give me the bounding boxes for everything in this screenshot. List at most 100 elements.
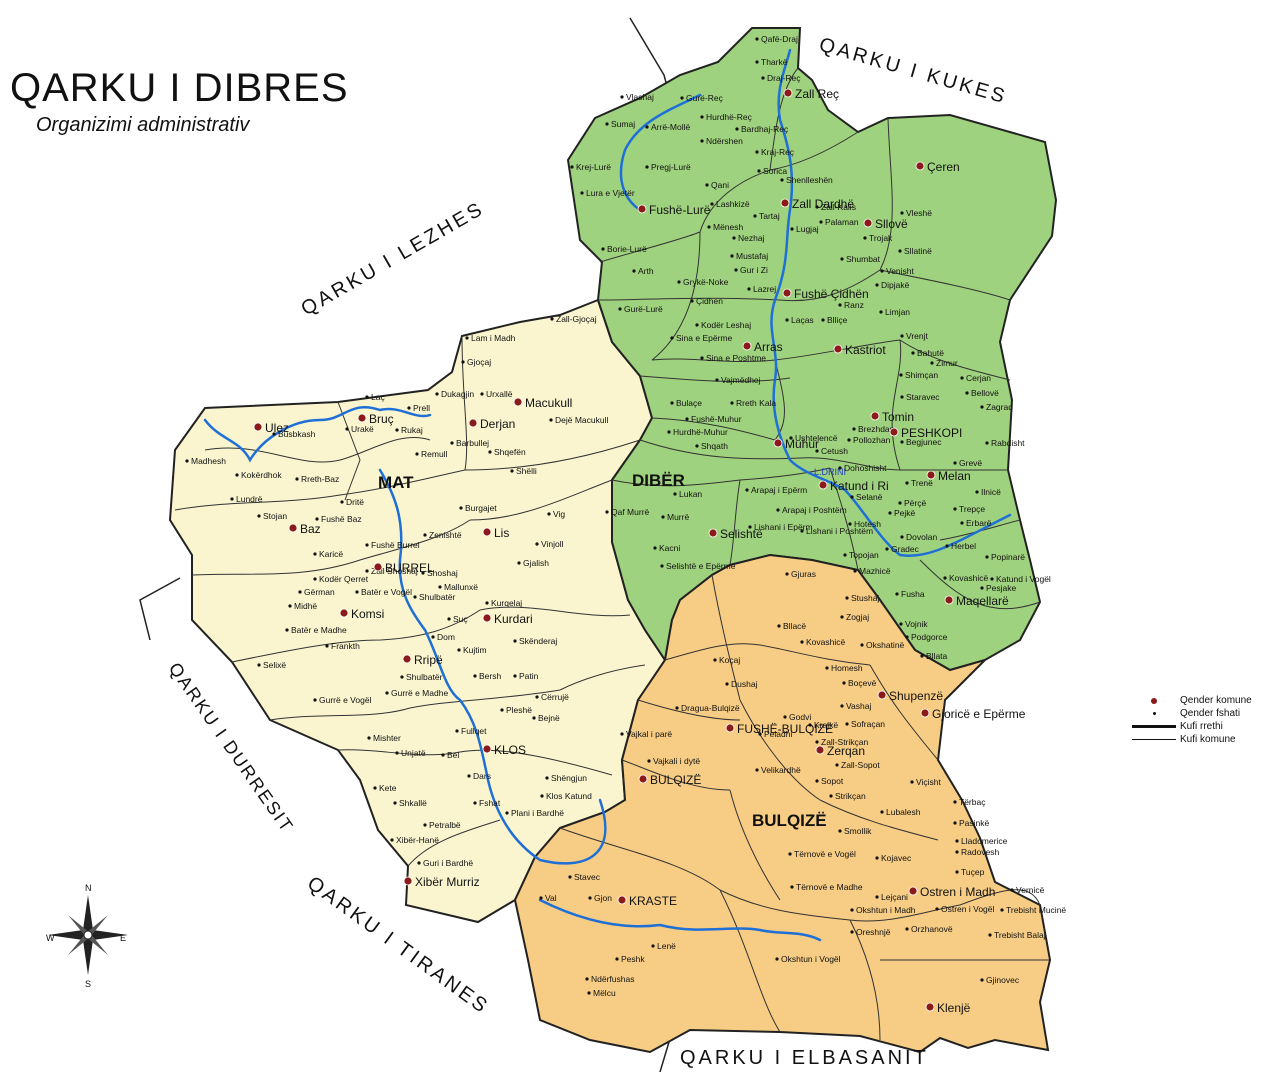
village-marker: Lenë bbox=[651, 941, 676, 951]
commune-marker: Lis bbox=[482, 526, 509, 540]
village-dot-icon bbox=[707, 225, 711, 229]
village-marker: Vrenjt bbox=[900, 331, 929, 341]
village-dot-icon bbox=[485, 601, 489, 605]
commune-label: Maqellarë bbox=[956, 594, 1009, 608]
village-label: Burgajet bbox=[465, 503, 497, 513]
village-marker: Lashkizë bbox=[710, 199, 750, 209]
village-marker: Sorica bbox=[757, 166, 787, 176]
village-marker: Fushë-Muhur bbox=[685, 414, 742, 424]
village-label: Homesh bbox=[831, 663, 863, 673]
village-label: Qafë-Draj bbox=[761, 34, 798, 44]
village-label: Rabdisht bbox=[991, 438, 1025, 448]
village-label: Lukan bbox=[679, 489, 702, 499]
village-marker: Pesjake bbox=[980, 583, 1017, 593]
village-dot-icon bbox=[899, 622, 903, 626]
commune-dot-icon bbox=[617, 895, 627, 905]
village-label: Laç bbox=[371, 392, 385, 402]
commune-label: BULQIZË bbox=[650, 773, 701, 787]
village-label: Patin bbox=[519, 671, 539, 681]
village-label: Dars bbox=[473, 771, 491, 781]
village-label: Dukagjin bbox=[441, 389, 474, 399]
village-dot-icon bbox=[601, 247, 605, 251]
commune-marker: Shupenzë bbox=[877, 689, 943, 703]
village-marker: Urxallë bbox=[480, 389, 513, 399]
village-dot-icon bbox=[675, 706, 679, 710]
commune-label: KRASTE bbox=[629, 894, 677, 908]
village-dot-icon bbox=[695, 323, 699, 327]
commune-dot-icon bbox=[908, 886, 918, 896]
village-dot-icon bbox=[667, 430, 671, 434]
village-marker: Cërrujë bbox=[535, 692, 569, 702]
village-dot-icon bbox=[899, 373, 903, 377]
commune-marker: KRASTE bbox=[617, 894, 677, 908]
village-label: Shqath bbox=[701, 441, 728, 451]
village-marker: Mënesh bbox=[707, 222, 744, 232]
village-dot-icon bbox=[700, 115, 704, 119]
village-dot-icon bbox=[755, 768, 759, 772]
village-dot-icon bbox=[547, 512, 551, 516]
village-marker: Lam i Madh bbox=[465, 333, 516, 343]
village-label: Remull bbox=[421, 449, 448, 459]
village-marker: Topojan bbox=[843, 550, 879, 560]
commune-dot-icon bbox=[742, 341, 752, 351]
village-dot-icon bbox=[730, 401, 734, 405]
village-dot-icon bbox=[845, 596, 849, 600]
village-label: Trebisht Mucinë bbox=[1006, 905, 1066, 915]
village-label: Shimçan bbox=[905, 370, 938, 380]
district-border-icon bbox=[1132, 725, 1176, 728]
village-label: Pregj-Lurë bbox=[651, 162, 691, 172]
village-label: Përçë bbox=[904, 498, 926, 508]
village-label: Cetush bbox=[821, 446, 848, 456]
village-marker: Dipjakë bbox=[875, 280, 910, 290]
village-dot-icon bbox=[257, 514, 261, 518]
village-marker: Dragua-Bulqizë bbox=[675, 703, 740, 713]
village-label: Skënderaj bbox=[519, 636, 557, 646]
commune-marker: Muhur bbox=[773, 437, 819, 451]
commune-label: Lis bbox=[494, 526, 509, 540]
village-dot-icon bbox=[785, 318, 789, 322]
village-label: Lishani i Poshtëm bbox=[806, 526, 873, 536]
village-dot-icon bbox=[860, 643, 864, 647]
village-marker: Grykë-Noke bbox=[677, 277, 729, 287]
village-label: Zall-Strikçan bbox=[821, 737, 869, 747]
village-dot-icon bbox=[467, 774, 471, 778]
commune-marker: Rripë bbox=[402, 653, 443, 667]
village-label: Vig bbox=[553, 509, 565, 519]
village-marker: Fusha bbox=[895, 589, 925, 599]
commune-label: Xibër Murriz bbox=[415, 875, 480, 889]
village-dot-icon bbox=[955, 839, 959, 843]
village-label: Zimur bbox=[936, 358, 958, 368]
village-dot-icon bbox=[540, 794, 544, 798]
village-label: Madhesh bbox=[191, 456, 226, 466]
village-dot-icon bbox=[880, 269, 884, 273]
village-label: Begjunec bbox=[906, 437, 942, 447]
village-dot-icon bbox=[1010, 888, 1014, 892]
village-marker: Velikardhë bbox=[755, 765, 801, 775]
village-dot-icon bbox=[845, 722, 849, 726]
village-label: Kokërdhok bbox=[241, 470, 282, 480]
commune-marker: Zerqan bbox=[815, 744, 865, 758]
village-dot-icon bbox=[953, 800, 957, 804]
village-dot-icon bbox=[568, 875, 572, 879]
village-dot-icon bbox=[441, 753, 445, 757]
village-dot-icon bbox=[585, 977, 589, 981]
village-dot-icon bbox=[450, 441, 454, 445]
commune-label: Zerqan bbox=[827, 744, 865, 758]
village-label: Borie-Lurë bbox=[607, 244, 647, 254]
village-dot-icon bbox=[685, 417, 689, 421]
village-marker: Mazhicë bbox=[853, 566, 891, 576]
village-marker: Lugjaj bbox=[790, 224, 819, 234]
commune-label: Zall Reç bbox=[795, 87, 839, 101]
legend-row-commune-border: Kufi komune bbox=[1128, 733, 1252, 746]
village-marker: Gërman bbox=[298, 587, 335, 597]
village-marker: Selixë bbox=[257, 660, 286, 670]
village-dot-icon bbox=[753, 214, 757, 218]
village-label: Vlashaj bbox=[626, 92, 654, 102]
village-dot-icon bbox=[545, 776, 549, 780]
village-label: Bahutë bbox=[917, 348, 944, 358]
village-label: Gurë-Reç bbox=[686, 93, 724, 103]
village-dot-icon bbox=[825, 666, 829, 670]
commune-marker: Katund i Ri bbox=[818, 479, 889, 493]
commune-label: Zall Dardhë bbox=[792, 197, 854, 211]
